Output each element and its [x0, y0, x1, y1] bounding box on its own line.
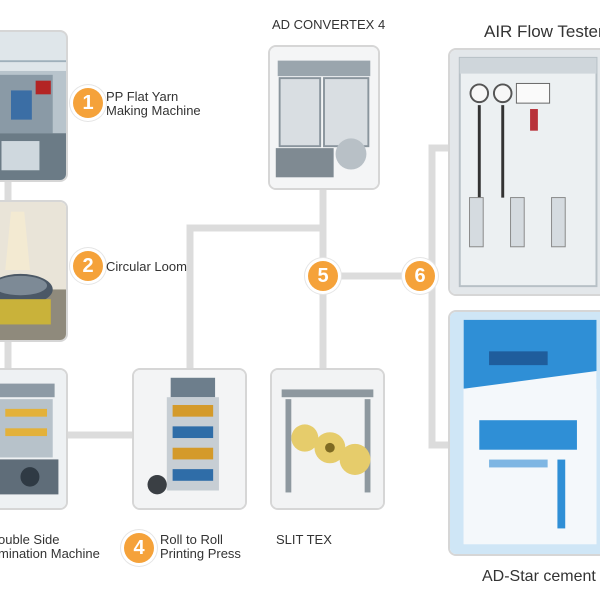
lamination-machine-image [0, 368, 68, 510]
ad-star-cement-bag-label: AD-Star cement b [482, 568, 600, 585]
air-flow-tester-title: AIR Flow Tester [484, 22, 600, 41]
printing-press-image [132, 368, 247, 510]
step-5-badge: 5 [308, 261, 338, 291]
slit-tex-label: SLIT TEX [276, 532, 332, 547]
ad-convertex-image [268, 45, 380, 190]
air-flow-tester-image [448, 48, 600, 296]
step-4-badge: 4 [124, 533, 154, 563]
step-2-label: Circular Loom [106, 259, 187, 274]
pp-flat-yarn-machine-image [0, 30, 68, 182]
ad-convertex-title: AD CONVERTEX 4 [272, 17, 386, 32]
circular-loom-image [0, 200, 68, 342]
slit-tex-image [270, 368, 385, 510]
step-2-badge: 2 [73, 251, 103, 281]
step-1-badge: 1 [73, 88, 103, 118]
step-6-badge: 6 [405, 261, 435, 291]
ad-star-cement-bag-image [448, 310, 600, 556]
